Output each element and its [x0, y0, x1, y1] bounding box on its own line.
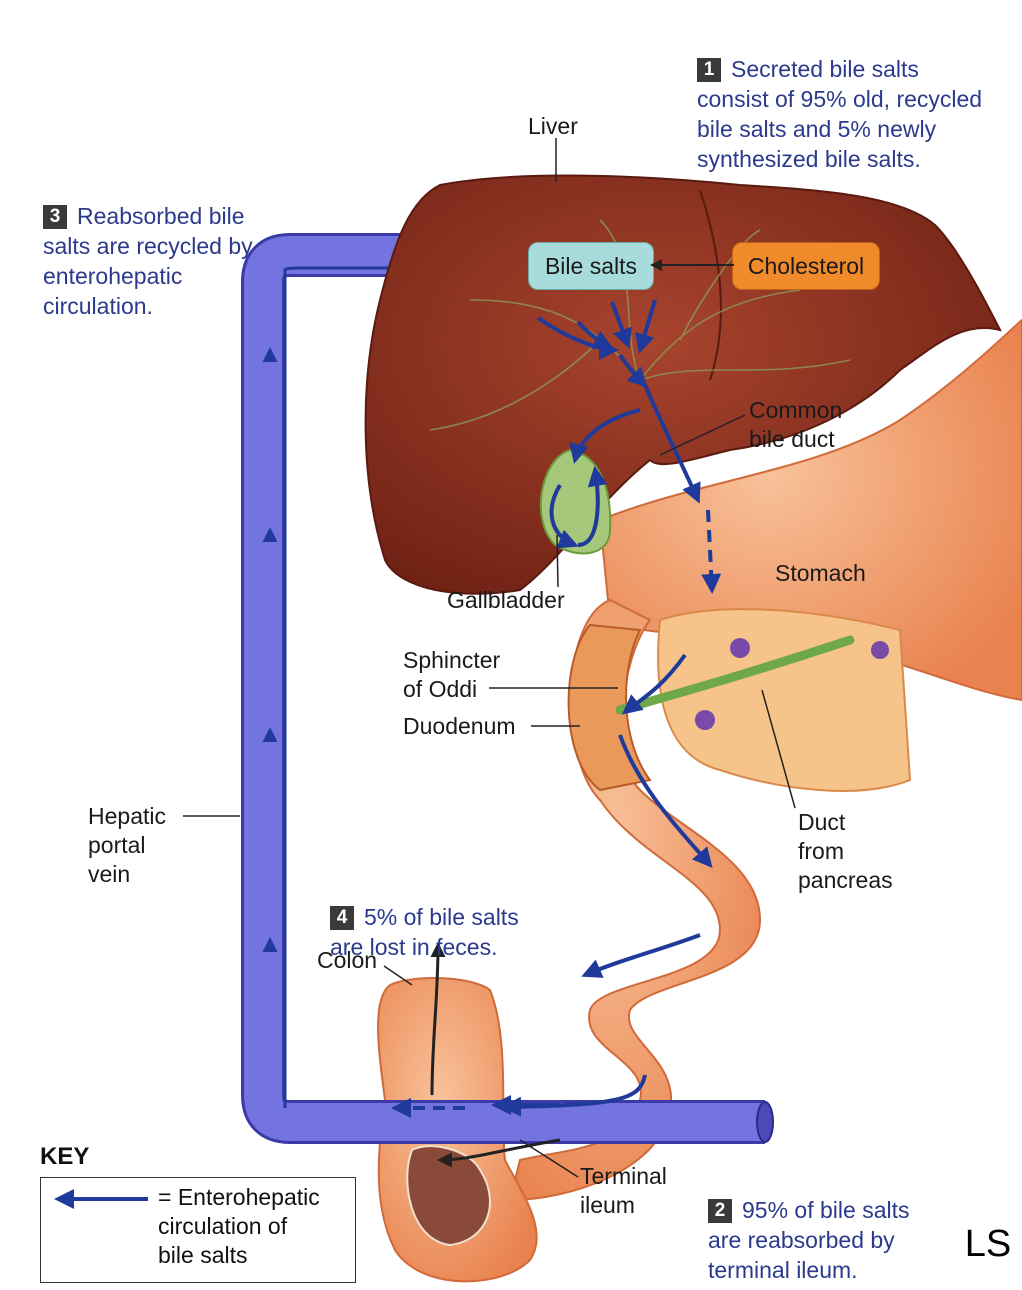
liver-label: Liver — [528, 112, 578, 141]
step-1-number: 1 — [697, 58, 721, 82]
key-legend: KEY = Enterohepatic circulation of bile … — [40, 1143, 89, 1171]
hepatic-portal-vein-label: Hepatic portal vein — [88, 802, 166, 889]
key-text: = Enterohepatic circulation of bile salt… — [158, 1183, 358, 1270]
stomach-label: Stomach — [775, 559, 866, 588]
duodenum-label: Duodenum — [403, 712, 516, 741]
common-bile-duct-label: Common bile duct — [749, 396, 842, 454]
step-3-text: Reabsorbed bile salts are recycled by en… — [43, 203, 253, 319]
step-2-text: 95% of bile salts are reabsorbed by term… — [708, 1197, 909, 1283]
terminal-ileum-label: Terminal ileum — [580, 1162, 667, 1220]
step-4-text: 5% of bile salts are lost in feces. — [330, 904, 519, 960]
pancreas-shape — [658, 609, 910, 791]
step-1-text: Secreted bile salts consist of 95% old, … — [697, 56, 982, 172]
corner-mark: LS — [955, 1211, 1021, 1277]
step-3-number: 3 — [43, 205, 67, 229]
sphincter-of-oddi-label: Sphincter of Oddi — [403, 646, 500, 704]
cholesterol-box: Cholesterol — [732, 242, 880, 290]
step-2-number: 2 — [708, 1199, 732, 1223]
duct-from-pancreas-label: Duct from pancreas — [798, 808, 893, 895]
key-title: KEY — [40, 1143, 89, 1171]
gallbladder-label: Gallbladder — [447, 586, 565, 615]
step-4-number: 4 — [330, 906, 354, 930]
bile-salts-box: Bile salts — [528, 242, 654, 290]
cholesterol-to-bile-arrow — [650, 255, 736, 275]
